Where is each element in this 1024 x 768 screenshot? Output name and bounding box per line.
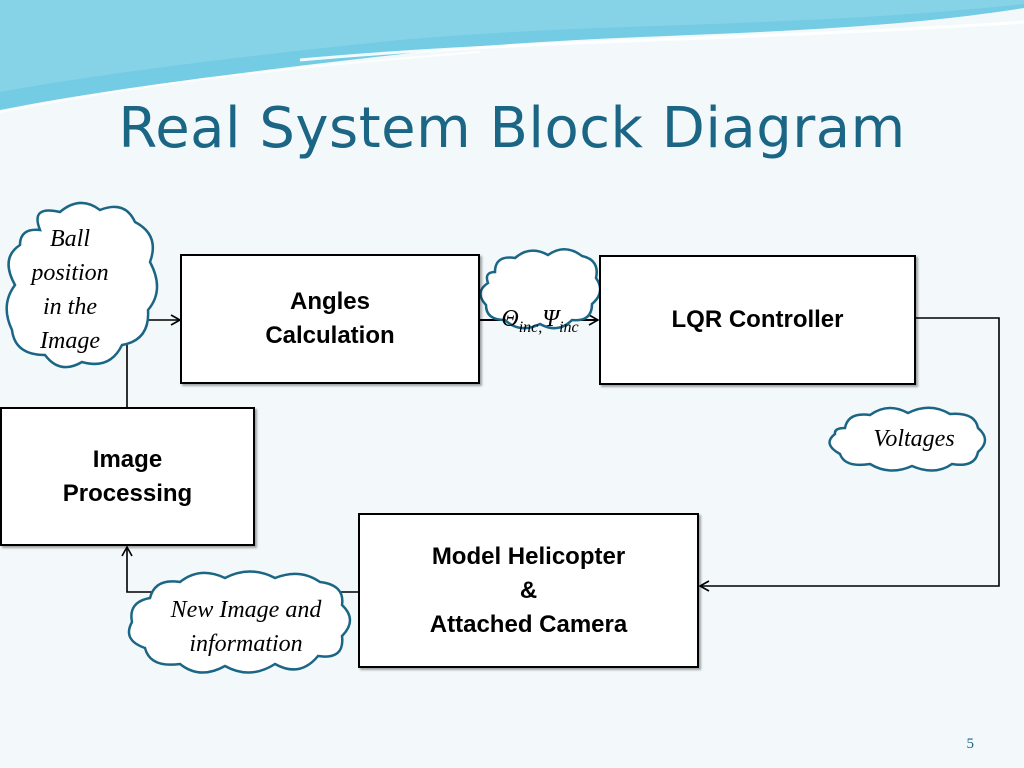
signal-psi-sub: inc — [559, 318, 579, 336]
signal-angles: Θinc,Ψinc — [486, 274, 594, 343]
signal-ball-position: Ball position in the Image — [31, 226, 109, 354]
block-image-processing-label: Image Processing — [62, 445, 193, 507]
cloud-voltages — [828, 406, 987, 472]
connector-lqr-to-helicopter — [698, 317, 1000, 592]
page-number: 5 — [966, 736, 975, 752]
slide-title: Real System Block Diagram — [118, 96, 906, 161]
header-wave-decoration — [0, 0, 1024, 113]
signal-voltages: Voltages — [873, 426, 955, 452]
signal-psi: Ψ — [542, 306, 560, 332]
cloud-ball-position — [5, 201, 159, 369]
block-lqr-label: LQR Controller — [671, 306, 844, 333]
signal-theta-sub: inc, — [518, 318, 543, 336]
block-image-processing: Image Processing — [0, 407, 255, 546]
block-lqr-controller: LQR Controller — [599, 255, 916, 385]
block-model-helicopter: Model Helicopter & Attached Camera — [358, 513, 699, 668]
block-angles-calculation: Angles Calculation — [180, 254, 480, 384]
signal-theta: Θ — [501, 306, 519, 332]
block-angles-label: Angles Calculation — [265, 288, 395, 349]
block-helicopter-label: Model Helicopter & Attached Camera — [429, 542, 628, 638]
cloud-new-image — [127, 570, 352, 674]
cloud-angles-signal — [479, 248, 602, 330]
signal-new-image: New Image and information — [170, 597, 322, 657]
